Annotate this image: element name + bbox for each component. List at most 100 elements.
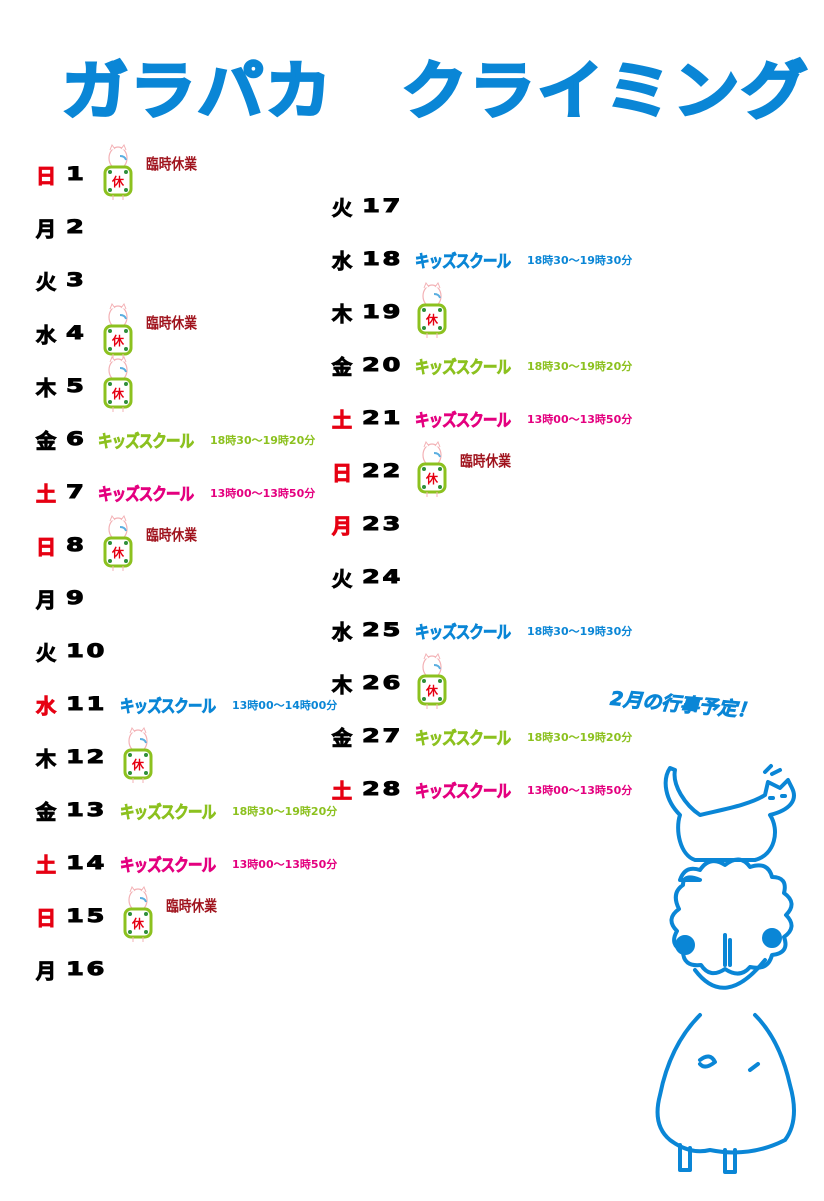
temporary-closure-label: 臨時休業 bbox=[460, 451, 512, 470]
calendar-day-row: 火 17 bbox=[332, 186, 402, 226]
svg-text:休: 休 bbox=[425, 683, 439, 698]
calendar-day-row: 日 22 bbox=[332, 451, 402, 491]
monster-icon bbox=[669, 857, 794, 976]
weekday-label: 木 bbox=[36, 746, 57, 771]
weekday-label: 水 bbox=[36, 322, 57, 347]
weekday-label: 木 bbox=[36, 375, 57, 400]
day-number: 5 bbox=[65, 375, 87, 398]
weekday-label: 火 bbox=[36, 269, 57, 294]
day-number: 3 bbox=[65, 269, 87, 292]
rest-day-event: 休 bbox=[416, 281, 448, 340]
event-time: 13時00～14時00分 bbox=[232, 698, 338, 712]
temporary-closure-label: 臨時休業 bbox=[146, 154, 198, 173]
kids-school-event: キッズスクール 13時00～13時50分 bbox=[415, 777, 633, 803]
day-number: 21 bbox=[361, 407, 404, 430]
weekday-label: 火 bbox=[36, 640, 57, 665]
kids-school-label: キッズスクール bbox=[98, 432, 195, 453]
temporary-closure-event: 休臨時休業 bbox=[102, 514, 206, 573]
svg-text:休: 休 bbox=[425, 471, 439, 486]
cat-and-monster-illustration bbox=[655, 764, 796, 1174]
event-time: 13時00～13時50分 bbox=[527, 783, 633, 797]
kids-school-event: キッズスクール 18時30～19時20分 bbox=[415, 353, 633, 379]
day-number: 25 bbox=[361, 619, 404, 642]
svg-text:休: 休 bbox=[131, 916, 145, 931]
day-number: 7 bbox=[65, 481, 87, 504]
event-time: 18時30～19時20分 bbox=[527, 359, 633, 373]
closed-sign-cat-icon: 休 bbox=[122, 726, 154, 785]
weekday-label: 月 bbox=[36, 216, 57, 241]
kids-school-label: キッズスクール bbox=[120, 697, 217, 718]
weekday-label: 日 bbox=[332, 460, 353, 485]
day-number: 4 bbox=[65, 322, 87, 345]
kids-school-label: キッズスクール bbox=[415, 782, 512, 803]
day-number: 27 bbox=[361, 725, 404, 748]
weekday-label: 水 bbox=[332, 248, 353, 273]
day-number: 15 bbox=[65, 905, 108, 928]
kids-school-label: キッズスクール bbox=[415, 358, 512, 379]
calendar-day-row: 水 25 bbox=[332, 610, 402, 650]
kids-school-event: キッズスクール 13時00～14時00分 bbox=[120, 692, 338, 718]
day-number: 19 bbox=[361, 301, 404, 324]
event-time: 18時30～19時20分 bbox=[232, 804, 338, 818]
weekday-label: 土 bbox=[36, 852, 57, 877]
calendar-day-row: 木 19 bbox=[332, 292, 402, 332]
day-number: 16 bbox=[65, 958, 108, 981]
day-number: 10 bbox=[65, 640, 108, 663]
temporary-closure-event: 休 臨時休業 bbox=[416, 440, 520, 499]
rest-day-event: 休 bbox=[122, 726, 154, 785]
svg-text:休: 休 bbox=[131, 757, 145, 772]
weekday-label: 月 bbox=[332, 513, 353, 538]
monthly-events-heading: 2月の行事予定！ bbox=[609, 687, 757, 723]
rest-day-event: 休 bbox=[416, 652, 448, 711]
weekday-label: 水 bbox=[332, 619, 353, 644]
day-number: 28 bbox=[361, 778, 404, 801]
page-title: ガラパカ クライミング bbox=[61, 53, 810, 129]
closed-sign-cat-icon: 休 bbox=[102, 302, 134, 361]
day-number: 17 bbox=[361, 195, 404, 218]
weekday-label: 木 bbox=[332, 301, 353, 326]
weekday-label: 日 bbox=[36, 905, 57, 930]
weekday-label: 日 bbox=[36, 163, 57, 188]
day-number: 24 bbox=[361, 566, 404, 589]
svg-text:休: 休 bbox=[111, 333, 125, 348]
weekday-label: 火 bbox=[332, 195, 353, 220]
temporary-closure-event: 休 臨時休業 bbox=[102, 143, 206, 202]
event-time: 13時00～13時50分 bbox=[527, 412, 633, 426]
weekday-label: 日 bbox=[36, 534, 57, 559]
closed-sign-cat-icon: 休 bbox=[416, 652, 448, 711]
kids-school-label: キッズスクール bbox=[415, 252, 512, 273]
kids-school-label: キッズスクール bbox=[120, 803, 217, 824]
temporary-closure-label: 臨時休業 bbox=[146, 313, 198, 332]
temporary-closure-event: 休 臨時休業 bbox=[102, 302, 206, 361]
svg-text:休: 休 bbox=[111, 174, 125, 189]
day-number: 8 bbox=[65, 534, 87, 557]
day-number: 13 bbox=[65, 799, 108, 822]
day-number: 2 bbox=[65, 216, 87, 239]
svg-text:休: 休 bbox=[111, 545, 125, 560]
weekday-label: 木 bbox=[332, 672, 353, 697]
calendar-day-row: 火 10 bbox=[36, 631, 106, 671]
event-time: 13時00～13時50分 bbox=[210, 486, 316, 500]
event-time: 18時30～19時30分 bbox=[527, 624, 633, 638]
weekday-label: 金 bbox=[332, 354, 353, 379]
rest-day-event: 休 bbox=[102, 355, 134, 414]
closed-sign-cat-icon: 休 bbox=[122, 885, 154, 944]
day-number: 22 bbox=[361, 460, 404, 483]
